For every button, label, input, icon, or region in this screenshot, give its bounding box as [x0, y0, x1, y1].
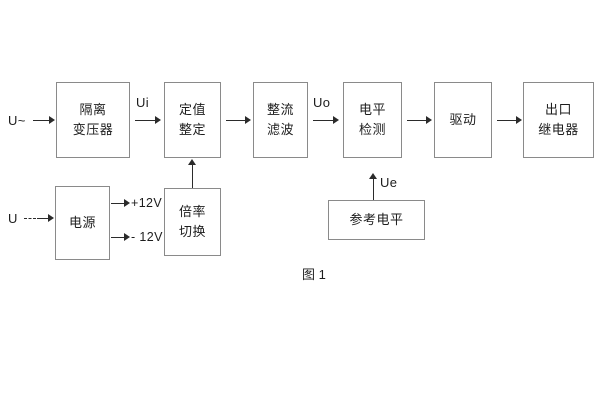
- block-isolation-transformer-line1: 隔离: [79, 101, 107, 117]
- block-reference-level-line1: 参考电平: [349, 211, 404, 227]
- arrowhead-ui: [155, 116, 161, 124]
- rail-label-positive: +12V: [131, 196, 163, 210]
- arrowhead-rail-pos: [124, 199, 130, 207]
- block-output-relay-line1: 出口: [544, 101, 572, 117]
- block-level-detect-line2: 检测: [358, 122, 386, 137]
- block-level-detect: 电平 检测: [343, 82, 402, 158]
- connector-ui: [135, 120, 156, 121]
- arrowhead-uo: [333, 116, 339, 124]
- block-drive: 驱动: [434, 82, 492, 158]
- arrowhead-rail-neg: [124, 233, 130, 241]
- connector-dc-input: [37, 218, 49, 219]
- block-rectify-filter-line2: 滤波: [266, 122, 294, 137]
- block-setting-value-line1: 定值: [178, 101, 206, 117]
- connector-rail-neg: [111, 237, 125, 238]
- signal-label-uo: Uo: [313, 95, 331, 110]
- block-isolation-transformer-line2: 变压器: [72, 122, 114, 137]
- connector-rail-pos: [111, 203, 125, 204]
- block-output-relay-line2: 继电器: [538, 122, 579, 137]
- arrowhead-setting-to-rectify: [245, 116, 251, 124]
- block-multiplier-switch-line2: 切换: [178, 224, 206, 239]
- figure-caption: 图 1: [302, 267, 326, 282]
- arrowhead-multiplier-to-setting: [188, 159, 196, 165]
- arrowhead-dc-input: [48, 214, 54, 222]
- block-multiplier-switch-line1: 倍率: [178, 203, 206, 219]
- connector-setting-to-rectify: [226, 120, 246, 121]
- connector-uo: [313, 120, 334, 121]
- connector-reference-to-level: [373, 179, 374, 200]
- input-label-ac: U~: [8, 113, 26, 128]
- block-rectify-filter-line1: 整流: [266, 101, 294, 117]
- block-reference-level: 参考电平: [328, 200, 425, 240]
- block-output-relay: 出口 继电器: [523, 82, 594, 158]
- block-drive-line1: 驱动: [449, 111, 477, 127]
- signal-label-ue: Ue: [380, 175, 398, 190]
- block-isolation-transformer: 隔离 变压器: [56, 82, 130, 158]
- arrowhead-level-to-drive: [426, 116, 432, 124]
- rail-label-negative: - 12V: [131, 230, 163, 244]
- block-setting-value: 定值 整定: [164, 82, 221, 158]
- input-label-dc: U: [8, 211, 18, 226]
- block-setting-value-line2: 整定: [178, 122, 206, 137]
- connector-multiplier-to-setting: [192, 165, 193, 188]
- connector-drive-to-relay: [497, 120, 517, 121]
- connector-dc-input-dash: [24, 218, 36, 219]
- block-rectify-filter: 整流 滤波: [253, 82, 308, 158]
- block-power-supply-line1: 电源: [68, 214, 96, 230]
- signal-label-ui: Ui: [136, 95, 150, 110]
- block-level-detect-line1: 电平: [358, 101, 386, 117]
- arrowhead-reference-to-level: [369, 173, 377, 179]
- block-multiplier-switch: 倍率 切换: [164, 188, 221, 256]
- block-power-supply: 电源: [55, 186, 110, 260]
- connector-ac-input: [33, 120, 50, 121]
- arrowhead-drive-to-relay: [516, 116, 522, 124]
- connector-level-to-drive: [407, 120, 427, 121]
- arrowhead-ac-input: [49, 116, 55, 124]
